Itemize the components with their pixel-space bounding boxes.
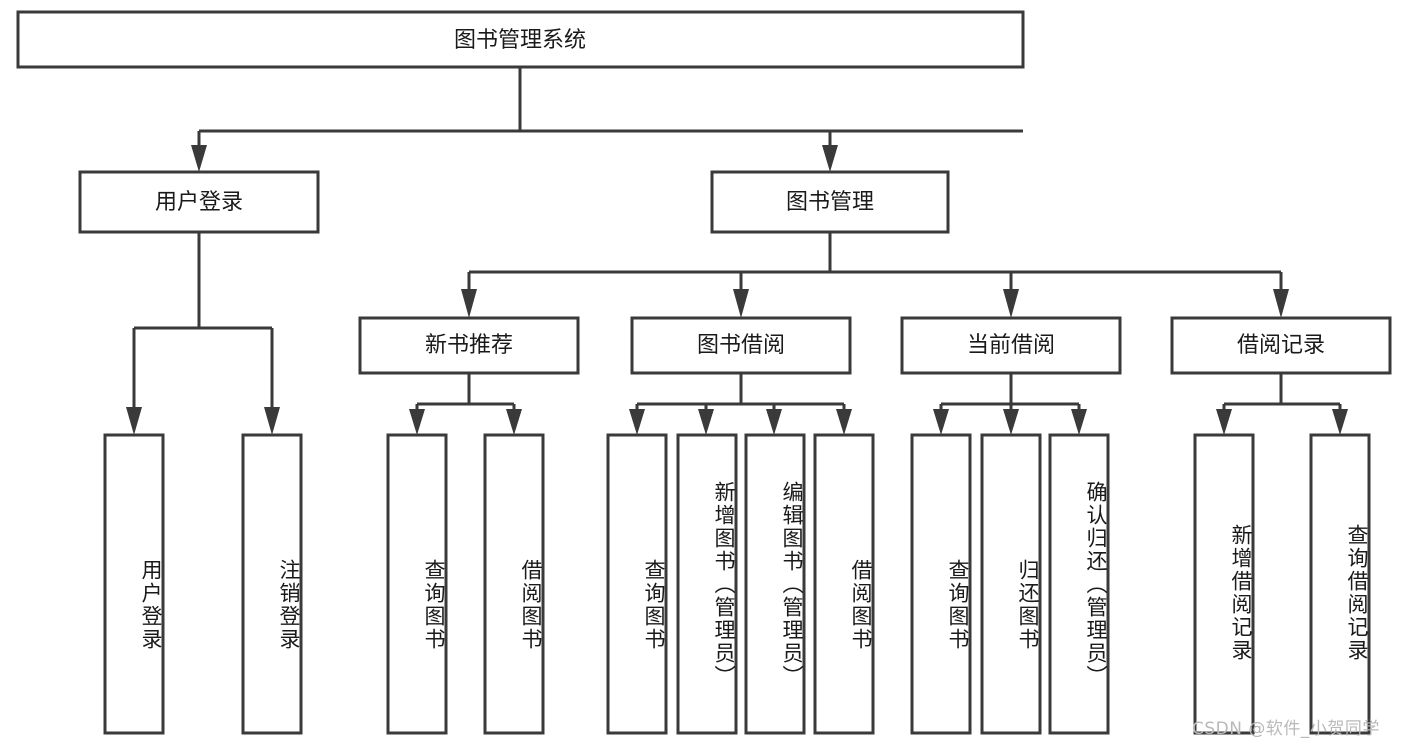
leaf-box-query-book-bb[interactable]	[606, 433, 668, 735]
node-book-borrow-box[interactable]	[630, 316, 852, 375]
node-new-book-recommend-box[interactable]	[358, 316, 580, 375]
node-new-book-recommend[interactable]: 新书推荐	[358, 316, 580, 375]
leaf-box-borrow-book-bb[interactable]	[813, 433, 875, 735]
leaf-box-add-borrow-record[interactable]	[1193, 433, 1255, 735]
arrow-head-borrowrecord-2-icon	[1332, 409, 1348, 435]
node-book-management-label: 图书管理	[786, 190, 874, 215]
node-borrow-record-box[interactable]	[1170, 316, 1392, 375]
leaf-box-add-book-admin[interactable]	[676, 433, 738, 735]
arrow-head-currentborrow-2-icon	[1003, 409, 1019, 435]
leaf-box-query-book-nb[interactable]	[386, 433, 448, 735]
arrow-head-bookmgmt-3-icon	[1003, 289, 1019, 318]
arrow-head-bookborrow-4-icon	[836, 409, 852, 435]
leaf-box-query-borrow-record[interactable]	[1309, 433, 1371, 735]
arrow-head-newbook-1-icon	[409, 409, 425, 435]
csdn-watermark: CSDN @软件_小贺同学	[1192, 719, 1380, 739]
leaf-box-edit-book-admin[interactable]	[744, 433, 806, 735]
arrow-head-root-1-icon	[191, 145, 207, 172]
arrow-head-bookmgmt-1-icon	[461, 289, 477, 318]
arrow-head-borrowrecord-1-icon	[1216, 409, 1232, 435]
arrow-head-bookborrow-1-icon	[629, 409, 645, 435]
node-book-management[interactable]: 图书管理	[710, 170, 950, 234]
arrow-head-newbook-2-icon	[506, 409, 522, 435]
arrow-head-bookmgmt-2-icon	[733, 289, 749, 318]
arrow-head-currentborrow-3-icon	[1071, 409, 1087, 435]
arrow-head-bookborrow-2-icon	[698, 409, 714, 435]
node-book-management-box[interactable]	[710, 170, 950, 234]
node-new-book-recommend-label: 新书推荐	[425, 333, 513, 358]
node-root-box[interactable]	[16, 10, 1025, 69]
leaf-box-borrow-book-nb[interactable]	[483, 433, 545, 735]
node-current-borrow[interactable]: 当前借阅	[900, 316, 1122, 375]
leaf-box-confirm-return-admin[interactable]	[1048, 433, 1110, 735]
leaf-box-user-login[interactable]	[103, 433, 165, 735]
leaf-box-return-book[interactable]	[980, 433, 1042, 735]
node-root[interactable]: 图书管理系统	[16, 10, 1025, 69]
node-borrow-record-label: 借阅记录	[1237, 333, 1325, 358]
arrow-head-bookborrow-3-icon	[766, 409, 782, 435]
node-user-login[interactable]: 用户登录	[78, 170, 320, 234]
node-current-borrow-box[interactable]	[900, 316, 1122, 375]
node-book-borrow[interactable]: 图书借阅	[630, 316, 852, 375]
arrow-head-userlogin-2-icon	[264, 407, 280, 435]
node-user-login-label: 用户登录	[155, 190, 243, 215]
node-book-borrow-label: 图书借阅	[697, 333, 785, 358]
node-current-borrow-label: 当前借阅	[967, 333, 1055, 358]
node-borrow-record[interactable]: 借阅记录	[1170, 316, 1392, 375]
leaf-box-logout[interactable]	[241, 433, 303, 735]
arrow-head-currentborrow-1-icon	[933, 409, 949, 435]
leaf-box-query-book-cb[interactable]	[910, 433, 972, 735]
arrow-head-root-2-icon	[822, 145, 838, 172]
arrow-head-bookmgmt-4-icon	[1273, 289, 1289, 318]
node-root-label: 图书管理系统	[454, 28, 586, 53]
arrow-head-userlogin-1-icon	[126, 407, 142, 435]
